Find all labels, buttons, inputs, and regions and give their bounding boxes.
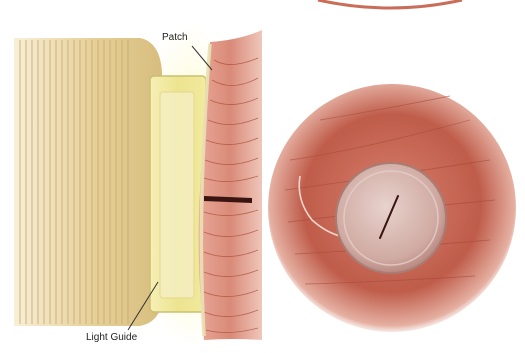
- top-arc-fragment: [318, 0, 462, 8]
- patch-label: Patch: [162, 33, 188, 43]
- light-guide-inner: [160, 92, 194, 298]
- patch-disc: [336, 163, 446, 273]
- tissue-cross-section: [199, 30, 262, 340]
- light-guide-label: Light Guide: [86, 333, 137, 343]
- patch-top-view: [268, 84, 516, 332]
- device-body: [14, 38, 162, 326]
